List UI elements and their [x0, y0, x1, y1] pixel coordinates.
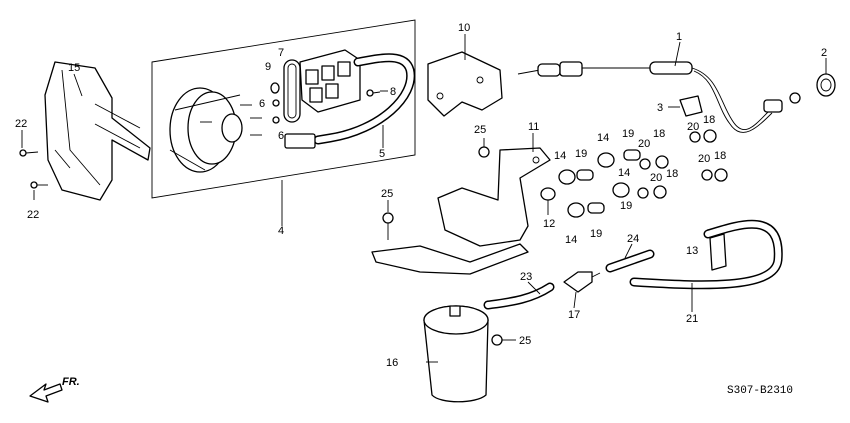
callout-7: 7 — [278, 47, 284, 59]
assembly-group-box — [151, 19, 416, 199]
part-washer-20c[interactable] — [689, 131, 701, 143]
part-seal-7[interactable] — [283, 59, 301, 123]
callout-1: 1 — [676, 31, 682, 43]
part-collar-19b[interactable] — [576, 169, 594, 181]
callout-13: 13 — [686, 245, 698, 257]
callout-15: 15 — [68, 62, 80, 74]
callout-12: 12 — [543, 218, 555, 230]
callout-4: 4 — [278, 225, 284, 237]
callout-14: 14 — [565, 234, 577, 246]
callout-8: 8 — [390, 86, 396, 98]
callout-14: 14 — [597, 132, 609, 144]
callout-6: 6 — [278, 130, 284, 142]
callout-18: 18 — [714, 150, 726, 162]
part-screw-22b[interactable] — [30, 181, 48, 189]
part-solenoid[interactable] — [299, 49, 361, 113]
callout-18: 18 — [666, 168, 678, 180]
part-actuator[interactable] — [169, 87, 262, 173]
callout-5: 5 — [379, 148, 385, 160]
part-nut-18a[interactable] — [655, 155, 669, 169]
part-hose-23[interactable] — [483, 282, 555, 310]
callout-11: 11 — [528, 121, 539, 133]
callout-20: 20 — [687, 121, 699, 133]
callout-19: 19 — [622, 128, 634, 140]
part-washer-6a[interactable] — [272, 99, 280, 107]
part-washer-6b[interactable] — [272, 116, 280, 124]
part-bracket-10[interactable] — [427, 51, 503, 117]
part-bracket-11[interactable] — [437, 147, 551, 247]
part-bolt-25b[interactable] — [382, 212, 394, 240]
callout-9: 9 — [265, 61, 271, 73]
callout-14: 14 — [554, 150, 566, 162]
callout-2: 2 — [821, 47, 827, 59]
callout-20: 20 — [698, 153, 710, 165]
part-collar-19c[interactable] — [587, 202, 605, 214]
part-cable-1[interactable] — [517, 61, 801, 133]
leader-lines — [21, 34, 827, 363]
callout-18: 18 — [703, 114, 715, 126]
part-washer-20b[interactable] — [637, 187, 649, 199]
part-bushing-14d[interactable] — [567, 202, 585, 218]
callout-23: 23 — [520, 271, 532, 283]
callout-17: 17 — [568, 309, 580, 321]
part-hose-24[interactable] — [605, 249, 655, 273]
part-nut-18c[interactable] — [703, 129, 717, 143]
callout-25: 25 — [381, 188, 393, 200]
part-valve-17[interactable] — [563, 271, 601, 293]
part-plate[interactable] — [371, 243, 529, 275]
callout-19: 19 — [620, 200, 632, 212]
callout-20: 20 — [650, 172, 662, 184]
callout-24: 24 — [627, 233, 639, 245]
front-direction-label: FR. — [62, 376, 80, 388]
callout-10: 10 — [458, 22, 470, 34]
part-bushing-14b[interactable] — [597, 152, 615, 168]
part-clip-13[interactable] — [709, 233, 727, 271]
part-bushing-14a[interactable] — [558, 169, 576, 185]
part-harness-5[interactable] — [284, 53, 416, 149]
callout-labels: 15 22 22 7 9 6 6 8 5 4 10 1 2 3 25 11 14… — [15, 22, 827, 369]
part-screw-22a[interactable] — [19, 149, 39, 157]
part-nut-18b[interactable] — [653, 185, 667, 199]
callout-20: 20 — [638, 138, 650, 150]
callout-25: 25 — [519, 335, 531, 347]
callout-6: 6 — [259, 98, 265, 110]
part-grommet-2[interactable] — [816, 73, 836, 97]
callout-22: 22 — [27, 209, 39, 221]
callout-16: 16 — [386, 357, 398, 369]
part-bolt-25c[interactable] — [491, 334, 503, 346]
part-hose-21[interactable] — [629, 219, 783, 290]
drawing-code: S307-B2310 — [727, 385, 793, 397]
part-nut-18d[interactable] — [714, 168, 728, 182]
callout-18: 18 — [653, 128, 665, 140]
part-washer-9[interactable] — [270, 82, 280, 94]
part-cover-15[interactable] — [44, 61, 151, 201]
callout-25: 25 — [474, 124, 486, 136]
callout-3: 3 — [657, 102, 663, 114]
part-canister-16[interactable] — [423, 305, 489, 403]
part-washer-20d[interactable] — [701, 169, 713, 181]
part-washer-20a[interactable] — [639, 158, 651, 170]
callout-21: 21 — [686, 313, 698, 325]
front-direction-arrow-icon — [29, 383, 63, 403]
part-bolt-12[interactable] — [540, 187, 556, 201]
callout-19: 19 — [575, 148, 587, 160]
part-bushing-14c[interactable] — [612, 182, 630, 198]
callout-19: 19 — [590, 228, 602, 240]
callout-14: 14 — [618, 167, 630, 179]
part-clip-3[interactable] — [679, 95, 703, 117]
part-screw-8[interactable] — [366, 89, 381, 97]
part-bolt-25a[interactable] — [478, 146, 490, 158]
callout-22: 22 — [15, 118, 27, 130]
part-collar-19a[interactable] — [623, 149, 641, 161]
